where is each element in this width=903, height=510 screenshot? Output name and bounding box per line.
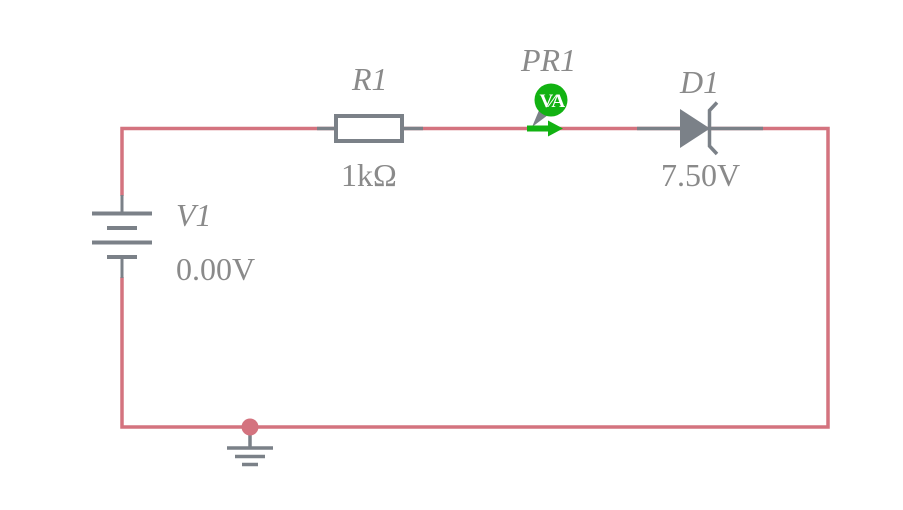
diode-triangle <box>680 109 710 148</box>
junction-dot <box>241 418 259 436</box>
current-direction-arrow-icon <box>548 120 563 137</box>
voltage-source-v1[interactable] <box>92 195 152 278</box>
probe-badge-label: V∕A <box>539 91 565 112</box>
r1-designator-label: R1 <box>352 61 388 97</box>
current-arrow-tail <box>527 125 549 132</box>
d1-designator-label: D1 <box>680 64 720 100</box>
probe-va-icon <box>534 83 568 117</box>
r1-value-label: 1kΩ <box>341 157 397 193</box>
wire-loop[interactable] <box>120 126 830 429</box>
resistor-r1[interactable] <box>317 114 423 143</box>
zener-diode-d1[interactable] <box>637 101 763 156</box>
pr1-designator-label: PR1 <box>521 42 577 78</box>
v1-designator-label: V1 <box>176 197 212 233</box>
probe-pr1[interactable]: V∕A <box>527 83 568 137</box>
v1-value-label: 0.00V <box>176 251 256 287</box>
zener-cathode-bar <box>707 101 719 156</box>
d1-value-label: 7.50V <box>661 157 741 193</box>
resistor-body <box>334 114 404 143</box>
